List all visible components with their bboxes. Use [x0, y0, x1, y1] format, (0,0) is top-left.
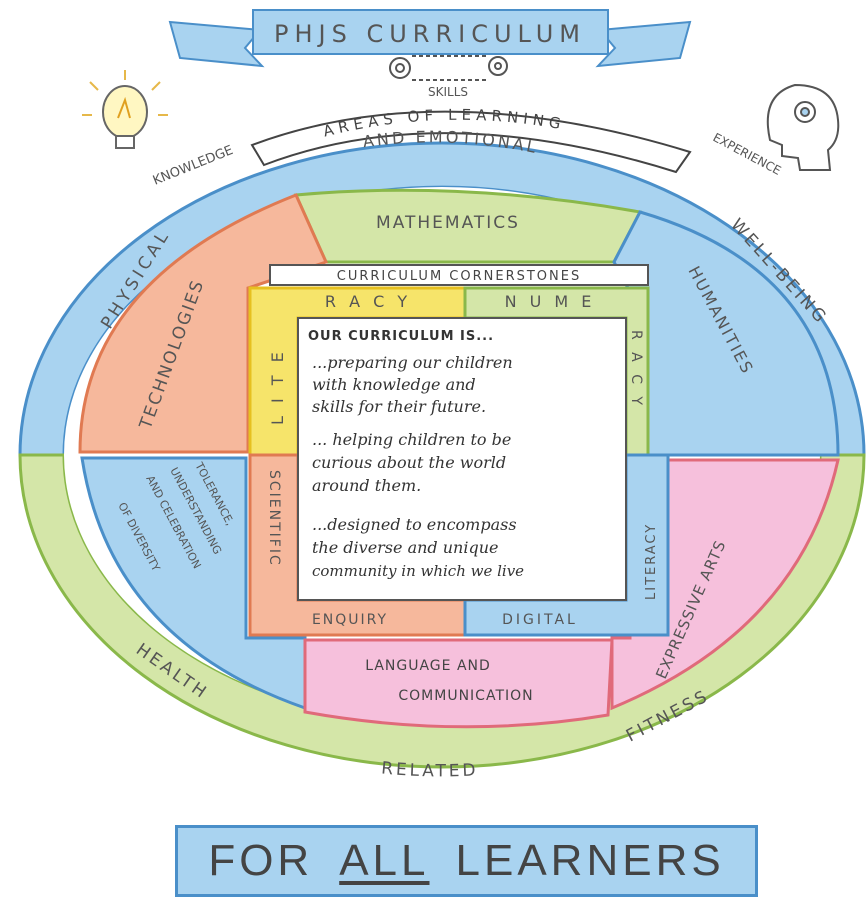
area-language	[303, 638, 614, 729]
footer-all: ALL	[339, 836, 430, 885]
statement-line3: skills for their future.	[312, 397, 486, 416]
footer-banner: FOR ALL LEARNERS	[175, 825, 758, 897]
area-humanities	[612, 210, 840, 457]
statement-line6: around them.	[312, 476, 421, 495]
footer-learners: LEARNERS	[455, 836, 725, 885]
area-language-line2: COMMUNICATION	[398, 688, 533, 704]
statement-line7: ...designed to encompass	[312, 515, 517, 534]
gear-icon	[389, 55, 508, 81]
numeracy-top-label: N U M E	[505, 292, 596, 311]
experience-label: EXPERIENCE	[711, 130, 784, 178]
statement-line1: ...preparing our children	[312, 353, 513, 372]
ring-label-bottom: RELATED	[380, 758, 476, 781]
head-icon	[766, 83, 840, 171]
statement-line8: the diverse and unique	[312, 538, 498, 557]
knowledge-label: KNOWLEDGE	[151, 143, 236, 189]
footer-for: FOR	[208, 836, 314, 885]
areas-banner	[250, 110, 692, 174]
statement-line4: ... helping children to be	[312, 430, 511, 449]
literacy-side-label: L I T E	[268, 348, 287, 425]
statement-box	[297, 317, 627, 601]
lightbulb-icon	[82, 70, 168, 149]
area-mathematics-label: MATHEMATICS	[376, 213, 520, 233]
skills-label: SKILLS	[428, 85, 468, 99]
scientific-side-label: SCIENTIFIC	[266, 470, 282, 567]
digital-bottom-label: DIGITAL	[502, 612, 578, 628]
scientific-bottom-label: ENQUIRY	[312, 612, 388, 628]
statement-line5: curious about the world	[312, 453, 506, 472]
literacy-top-label: R A C Y	[325, 292, 411, 311]
statement-line2: with knowledge and	[312, 375, 476, 394]
page-title: PHJS CURRICULUM	[274, 20, 586, 48]
cornerstones-header	[269, 264, 649, 286]
digital-side-label: LITERACY	[644, 523, 659, 600]
title-ribbon: PHJS CURRICULUM	[168, 9, 692, 68]
cornerstones-header-text: CURRICULUM CORNERSTONES	[337, 269, 581, 284]
svg-text:RELATED: RELATED	[380, 758, 479, 781]
statement-heading: OUR CURRICULUM IS...	[308, 329, 494, 344]
statement-line9: community in which we live	[312, 562, 524, 580]
area-language-line1: LANGUAGE AND	[365, 658, 491, 674]
area-technologies	[78, 193, 329, 454]
numeracy-side-label: R A C Y	[628, 330, 644, 409]
